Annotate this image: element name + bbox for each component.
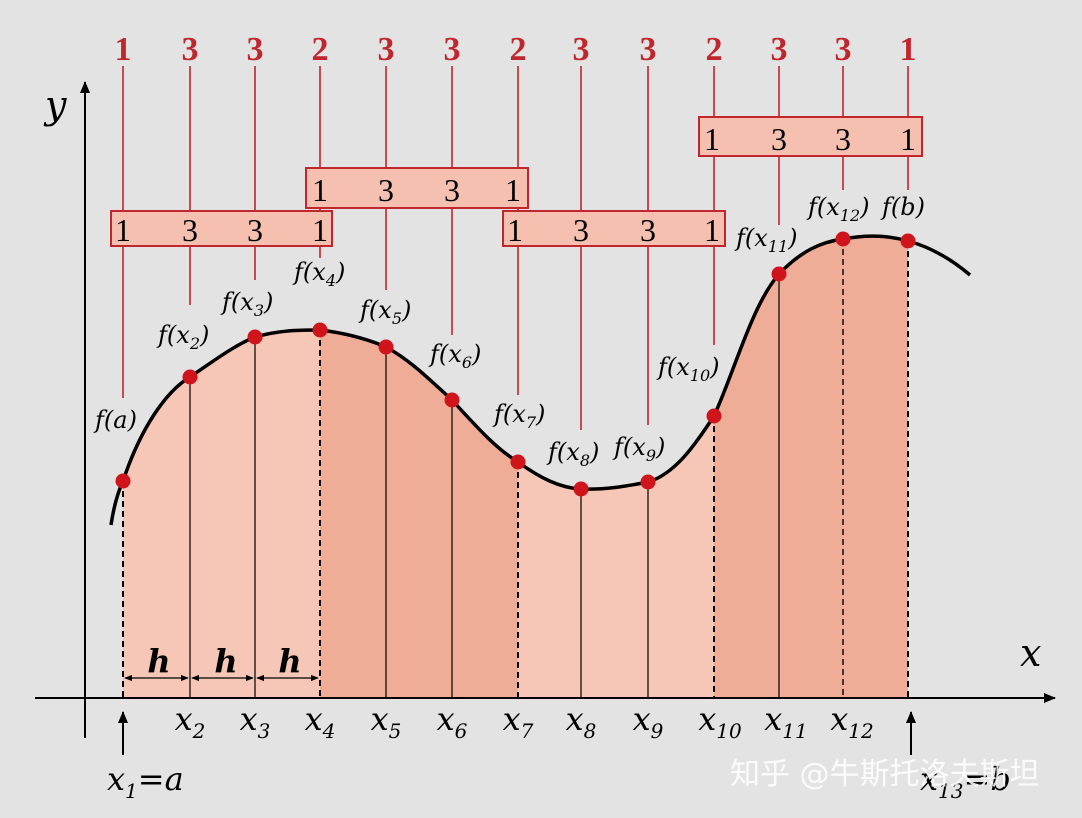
x-tick-label: x10 xyxy=(698,700,742,743)
box-weight: 3 xyxy=(771,121,787,157)
x-tick-label: x8 xyxy=(566,700,597,743)
sample-points xyxy=(115,231,916,497)
box-weight: 1 xyxy=(704,212,720,248)
region-group-1 xyxy=(123,330,320,698)
box-weight: 1 xyxy=(115,212,131,248)
top-weights: 1 3 3 2 3 3 2 3 3 2 3 3 1 xyxy=(115,31,917,68)
top-weight: 3 xyxy=(378,31,395,68)
top-weight: 3 xyxy=(444,31,461,68)
box-weight: 3 xyxy=(247,212,263,248)
box-weight: 1 xyxy=(704,121,720,157)
point-label: f(x6) xyxy=(428,340,481,372)
point-label: f(x7) xyxy=(492,400,545,432)
point-label: f(a) xyxy=(93,406,137,434)
sample-point xyxy=(247,329,263,345)
point-label: f(x12) xyxy=(806,193,870,225)
sample-point xyxy=(835,231,851,247)
x-tick-label: x9 xyxy=(633,700,664,743)
x-tick-label: x6 xyxy=(437,700,468,743)
top-weight: 1 xyxy=(115,31,132,68)
point-label: f(x10) xyxy=(656,353,720,385)
weight-box-1: 1 3 3 1 xyxy=(110,210,333,248)
top-weight: 3 xyxy=(573,31,590,68)
box-weight: 3 xyxy=(182,212,198,248)
sample-point xyxy=(573,481,589,497)
y-axis-label: y xyxy=(43,83,67,127)
region-group-4 xyxy=(714,236,908,699)
x-axis-label: x xyxy=(1020,631,1041,675)
point-label: f(x5) xyxy=(358,296,411,328)
top-weight: 3 xyxy=(771,31,788,68)
end-label: x13=b xyxy=(920,760,1011,803)
weight-box-frame xyxy=(698,116,923,157)
top-weight: 2 xyxy=(312,31,329,68)
top-weight: 2 xyxy=(510,31,527,68)
sample-point xyxy=(182,369,198,385)
sample-point xyxy=(115,473,131,489)
shaded-panel-1 xyxy=(123,330,320,698)
function-value-labels: f(a) f(x2) f(x3) f(x4) f(x5) f(x6) f(x7)… xyxy=(93,193,925,470)
weight-box-3: 1 3 3 1 xyxy=(502,210,726,248)
shaded-panel-4 xyxy=(714,236,908,699)
x-tick-label: x7 xyxy=(503,700,534,743)
region-group-3 xyxy=(518,416,714,698)
watermark: 知乎 @牛斯托洛夫斯坦 xyxy=(730,757,1040,792)
top-weight: 3 xyxy=(247,31,264,68)
region-group-2 xyxy=(320,330,518,698)
x-tick-label: x3 xyxy=(240,700,271,743)
h-label: h xyxy=(147,642,170,680)
shaded-panel-2 xyxy=(320,330,518,698)
point-label: f(x2) xyxy=(156,321,209,353)
sample-point xyxy=(444,392,460,408)
h-label: h xyxy=(214,642,237,680)
box-weight: 1 xyxy=(900,121,916,157)
top-weight: 2 xyxy=(706,31,723,68)
weight-box-2: 1 3 3 1 xyxy=(305,167,529,209)
weight-box-frame xyxy=(110,210,333,247)
box-weight: 3 xyxy=(444,172,460,208)
h-label: h xyxy=(278,642,301,680)
weight-box-frame xyxy=(305,167,529,209)
box-weight: 3 xyxy=(378,172,394,208)
top-weight: 3 xyxy=(182,31,199,68)
point-label: f(x4) xyxy=(292,258,345,290)
point-label: f(x9) xyxy=(612,433,665,465)
x-tick-label: x12 xyxy=(830,700,874,743)
sample-point xyxy=(706,408,722,424)
weight-box-frame xyxy=(502,210,726,247)
sample-point xyxy=(510,454,526,470)
sample-point xyxy=(378,339,394,355)
box-weight: 1 xyxy=(505,172,521,208)
sample-point xyxy=(312,322,328,338)
x-tick-label: x11 xyxy=(764,700,808,743)
box-weight: 3 xyxy=(835,121,851,157)
box-weight: 1 xyxy=(507,212,523,248)
x-tick-label: x4 xyxy=(305,700,336,743)
top-weight: 3 xyxy=(835,31,852,68)
x-tick-label: x5 xyxy=(371,700,402,743)
box-weight: 1 xyxy=(312,172,328,208)
point-label: f(b) xyxy=(880,193,925,221)
point-label: f(x3) xyxy=(220,288,273,320)
box-weight: 1 xyxy=(312,212,328,248)
box-weight: 3 xyxy=(573,212,589,248)
point-label: f(x11) xyxy=(734,224,798,256)
ordinate-lines xyxy=(122,239,909,698)
h-spacing: h h h xyxy=(124,642,319,682)
sample-point xyxy=(900,233,916,249)
sample-point xyxy=(771,266,787,282)
top-weight: 1 xyxy=(900,31,917,68)
top-weight: 3 xyxy=(640,31,657,68)
box-weight: 3 xyxy=(640,212,656,248)
x-tick-label: x2 xyxy=(175,700,206,743)
point-label: f(x8) xyxy=(546,438,599,470)
shaded-panel-3 xyxy=(518,416,714,698)
x-tick-labels: x2 x3 x4 x5 x6 x7 x8 x9 x10 x11 x12 xyxy=(175,700,874,743)
start-label: x1=a xyxy=(107,760,184,803)
weight-box-4: 1 3 3 1 xyxy=(698,116,923,157)
sample-point xyxy=(640,474,656,490)
